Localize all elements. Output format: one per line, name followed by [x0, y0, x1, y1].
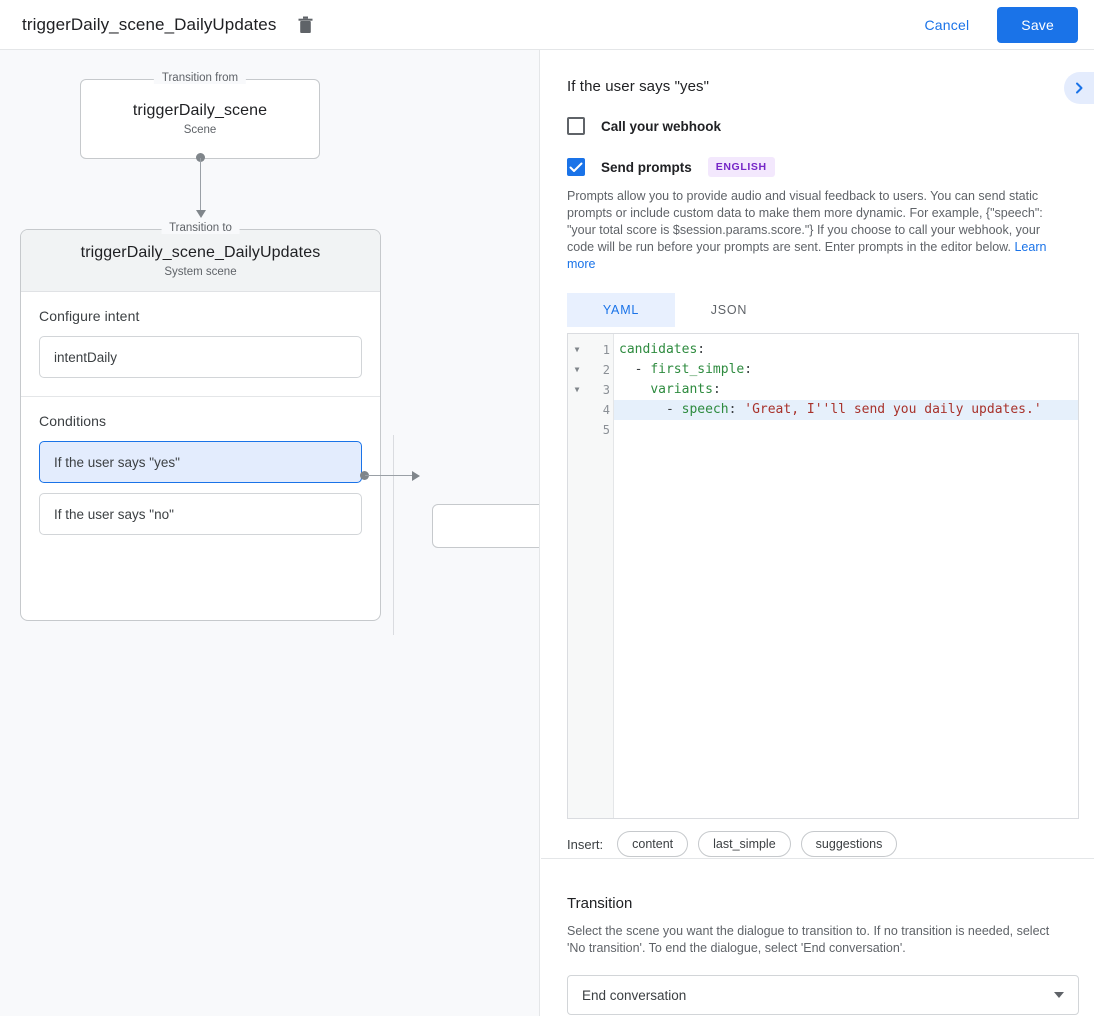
- tab-yaml[interactable]: YAML: [567, 293, 675, 327]
- transition-to-node[interactable]: Transition to triggerDaily_scene_DailyUp…: [20, 222, 381, 621]
- connector-source-dot: [196, 153, 205, 162]
- editor-code-area[interactable]: candidates: - first_simple: variants: - …: [614, 334, 1078, 818]
- editor-line-number: 4: [568, 400, 613, 420]
- topbar-actions: Cancel Save: [915, 6, 1078, 43]
- transition-from-node[interactable]: Transition from triggerDaily_scene Scene: [80, 72, 320, 159]
- fold-triangle-icon[interactable]: ▼: [574, 385, 580, 394]
- transition-title: Transition: [567, 895, 633, 912]
- editor-line-number: ▼3: [568, 380, 613, 400]
- scene-graph-canvas[interactable]: Transition from triggerDaily_scene Scene…: [0, 50, 540, 1016]
- line-number: 5: [602, 423, 610, 437]
- intent-value[interactable]: intentDaily: [39, 336, 362, 378]
- editor-line-number: 5: [568, 420, 613, 440]
- condition-connector-line: [365, 475, 414, 476]
- top-bar: triggerDaily_scene_DailyUpdates Cancel S…: [0, 0, 1094, 50]
- conditions-label: Conditions: [39, 413, 107, 429]
- transition-description: Select the scene you want the dialogue t…: [567, 924, 1050, 955]
- send-prompts-row[interactable]: Send prompts ENGLISH: [567, 157, 1068, 177]
- insert-label: Insert:: [567, 836, 604, 852]
- editor-code-line[interactable]: - speech: 'Great, I''ll send you daily u…: [614, 400, 1078, 420]
- editor-code-line[interactable]: - first_simple:: [634, 362, 753, 377]
- transition-to-header: triggerDaily_scene_DailyUpdates System s…: [21, 230, 380, 292]
- save-button[interactable]: Save: [997, 6, 1078, 43]
- cancel-button[interactable]: Cancel: [915, 9, 980, 41]
- next-node-stub[interactable]: [432, 504, 539, 548]
- transition-select-value: End conversation: [582, 987, 687, 1003]
- conditions-section: Conditions If the user says "yes" If the…: [21, 396, 380, 553]
- insert-chip-content[interactable]: content: [617, 831, 689, 857]
- canvas-guide-line: [393, 435, 394, 635]
- insert-chips-row: Insert: content last_simple suggestions: [567, 831, 1068, 857]
- page-title: triggerDaily_scene_DailyUpdates: [22, 14, 277, 34]
- line-number: 1: [602, 343, 610, 357]
- panel-title: If the user says "yes": [567, 78, 710, 95]
- condition-detail-panel: If the user says "yes" Call your webhook…: [541, 50, 1094, 1016]
- tab-json[interactable]: JSON: [710, 303, 748, 317]
- editor-format-tabs: YAML JSON: [567, 293, 1068, 327]
- transition-to-legend: Transition to: [161, 222, 240, 234]
- send-prompts-checkbox[interactable]: [567, 158, 585, 176]
- editor-line-number: ▼1: [568, 340, 613, 360]
- editor-code-line[interactable]: candidates:: [619, 342, 706, 357]
- transition-to-subtitle: System scene: [164, 265, 237, 278]
- transition-from-subtitle: Scene: [183, 124, 217, 136]
- condition-item-no[interactable]: If the user says "no": [39, 493, 362, 535]
- prompts-description-text: Prompts allow you to provide audio and v…: [567, 189, 1043, 254]
- fold-triangle-icon[interactable]: ▼: [574, 365, 580, 374]
- transition-select[interactable]: End conversation: [567, 975, 1079, 1015]
- condition-connector-arrow: [412, 471, 420, 481]
- call-webhook-label: Call your webhook: [601, 118, 722, 134]
- editor-line-number: ▼2: [568, 360, 613, 380]
- condition-output-dot: [360, 471, 369, 480]
- delete-icon[interactable]: [292, 12, 318, 38]
- connector-arrow-down: [196, 210, 206, 218]
- transition-to-title: triggerDaily_scene_DailyUpdates: [80, 243, 321, 261]
- panel-header: If the user says "yes": [567, 50, 1094, 104]
- fold-triangle-icon[interactable]: ▼: [574, 345, 580, 354]
- call-webhook-checkbox[interactable]: [567, 117, 585, 135]
- insert-chip-last-simple[interactable]: last_simple: [698, 831, 791, 857]
- configure-intent-label: Configure intent: [39, 308, 140, 324]
- editor-code-line[interactable]: [614, 420, 1078, 440]
- language-badge: ENGLISH: [707, 157, 775, 177]
- call-webhook-row[interactable]: Call your webhook: [567, 117, 1068, 135]
- learn-more-link[interactable]: Learn more: [567, 240, 1047, 271]
- condition-item-yes[interactable]: If the user says "yes": [39, 441, 362, 483]
- configure-intent-section: Configure intent intentDaily: [21, 292, 380, 396]
- send-prompts-label: Send prompts: [601, 159, 692, 175]
- transition-from-title: triggerDaily_scene: [132, 102, 268, 119]
- chevron-right-icon[interactable]: [1064, 72, 1094, 104]
- transition-section: Transition Select the scene you want the…: [567, 895, 1079, 1015]
- chevron-down-icon: [1054, 992, 1064, 998]
- panel-section-divider: [541, 858, 1094, 859]
- prompts-description: Prompts allow you to provide audio and v…: [567, 188, 1068, 273]
- line-number: 3: [602, 383, 610, 397]
- insert-chip-suggestions[interactable]: suggestions: [800, 831, 898, 857]
- connector-line-vertical: [200, 158, 201, 213]
- line-number: 4: [602, 403, 610, 417]
- transition-from-legend: Transition from: [153, 72, 247, 84]
- line-number: 2: [602, 363, 610, 377]
- editor-code-line[interactable]: variants:: [650, 382, 721, 397]
